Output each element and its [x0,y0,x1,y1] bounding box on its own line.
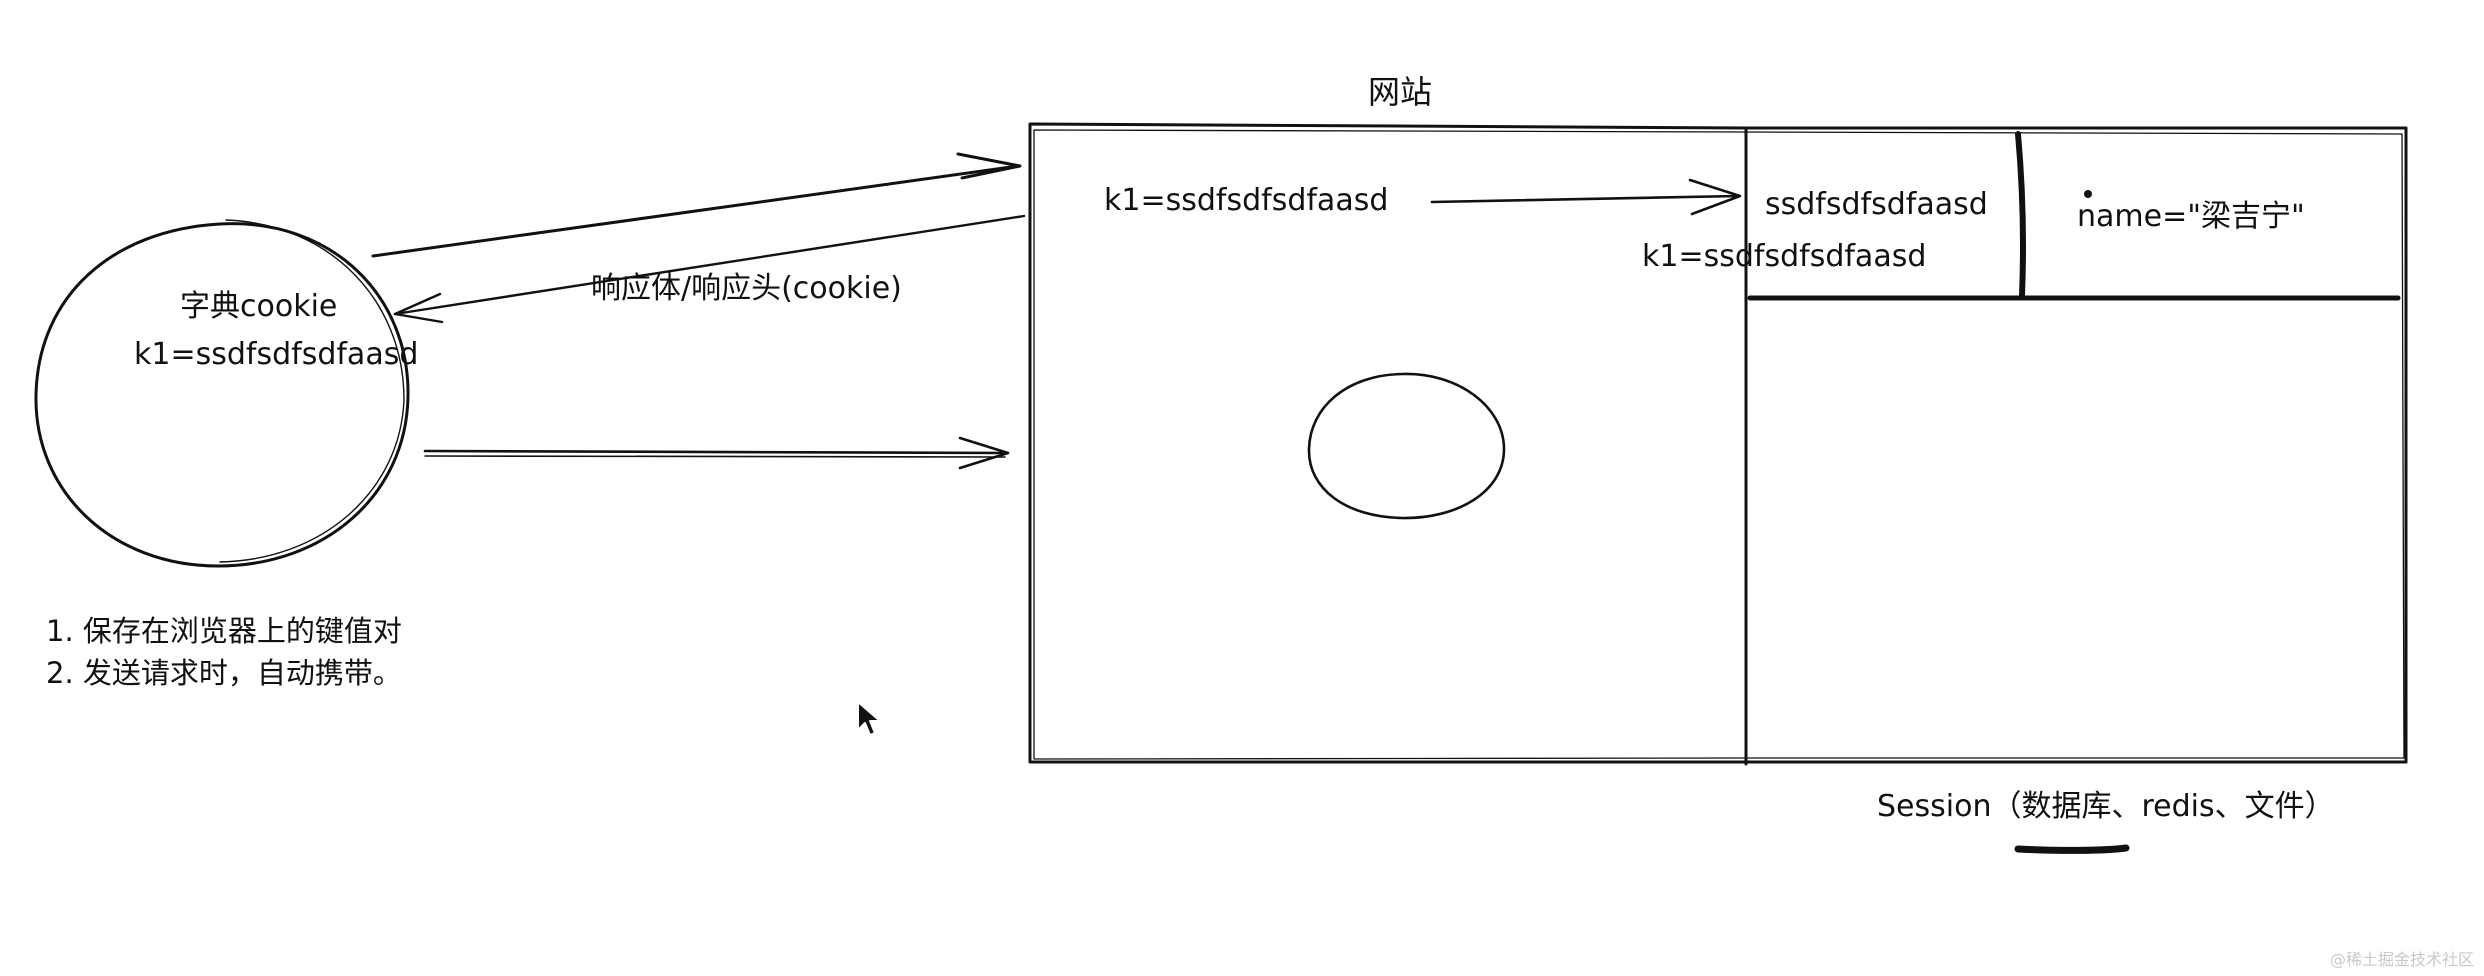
note-line-1: 1. 保存在浏览器上的键值对 [46,614,402,648]
second-request-arrowhead [958,436,1010,470]
session-column-line [2015,131,2026,299]
browser-circle [34,222,410,568]
lookup-arrow [1430,194,1740,204]
mouse-pointer-icon [857,701,881,736]
response-arrow [393,214,1026,316]
request-arrowhead [956,152,1022,180]
second-request-arrow [423,449,1009,455]
website-title: 网站 [1368,73,1433,111]
session-value: name="梁吉宁" [2077,199,2305,234]
cookie-notes: 1. 保存在浏览器上的键值对 2. 发送请求时，自动携带。 [46,610,402,694]
watermark: @稀土掘金技术社区 [2329,950,2474,969]
session-caption: Session（数据库、redis、文件） [1877,789,2335,824]
website-cookie-pair: k1=ssdfsdfsdfaasd [1104,183,1389,218]
response-label: 响应体/响应头(cookie) [591,271,902,306]
browser-dict-label: 字典cookie [180,289,338,324]
session-underline [2014,844,2130,854]
value-bullet-dot [2084,190,2092,198]
lookup-arrowhead [1688,178,1742,216]
browser-circle-trace [219,219,405,563]
second-request-arrow-trace [424,455,1006,458]
session-key: ssdfsdfsdfaasd [1765,187,1988,222]
note-line-2: 2. 发送请求时，自动携带。 [46,656,402,691]
browser-cookie-pair: k1=ssdfsdfsdfaasd [134,337,419,372]
session-cookie-pair: k1=ssdfsdfsdfaasd [1642,239,1927,274]
request-arrow [371,164,1020,258]
small-circle [1307,372,1506,520]
response-arrowhead [393,292,444,324]
